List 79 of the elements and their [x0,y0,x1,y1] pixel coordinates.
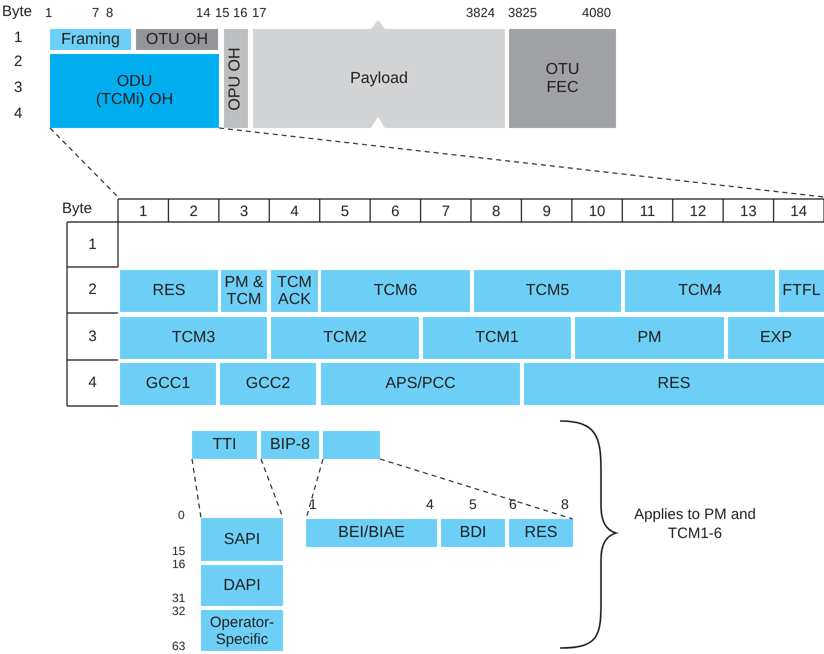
row-number: 2 [87,281,98,298]
field-block: RES [509,519,573,547]
byte-number: 8 [491,203,502,220]
row-number: 3 [87,328,98,344]
row-number: 1 [87,236,98,252]
byte-number: 9 [541,203,552,220]
field-block [323,431,380,459]
field-block: TCM2 [271,317,419,359]
bit-number: 15 [172,544,186,558]
byte-number: 8 [106,5,114,20]
byte-number: 15 [215,5,230,20]
bit-number: 8 [561,496,569,512]
field-block: RES [120,270,218,312]
byte-number: 7 [440,203,451,220]
byte-number: 5 [340,203,350,220]
field-block: BEI/BIAE [306,519,437,547]
field-block: SAPI [201,518,283,561]
field-block: APS/PCC [321,363,520,405]
byte-number: 3 [238,203,250,220]
row-number: 3 [14,79,22,96]
field-block: EXP [728,317,824,359]
field-block: TCM ACK [271,270,318,312]
field-block: TTI [192,431,257,459]
bit-number: 1 [309,496,317,512]
byte-number: 14 [196,5,210,20]
bit-number: 0 [178,508,185,522]
bit-number: 16 [172,557,186,571]
byte-number: 3824 [466,5,495,20]
byte-number: 14 [789,203,808,220]
overhead-field: OTU OH [136,29,218,50]
row-number: 4 [14,105,22,122]
row-number: 4 [87,374,98,391]
byte-number: 17 [252,5,266,20]
byte-number: 2 [188,203,199,220]
field-block: TCM4 [625,270,775,312]
byte-number: 16 [233,5,248,20]
row-number: 2 [14,53,22,70]
byte-number: 7 [92,5,100,20]
byte-number: 11 [638,203,656,220]
field-block: DAPI [201,565,283,606]
byte-number: 6 [390,203,401,220]
bit-number: 4 [426,496,434,512]
brace-note: Applies to PM and TCM1-6 [633,505,757,543]
field-block: TCM6 [321,270,470,312]
column-heading: Byte [62,200,92,217]
field-block: Operator-Specific [201,610,283,651]
field-block: PM & TCM [221,270,267,312]
field-block: GCC1 [120,363,216,405]
row-heading: Byte [2,3,32,20]
field-block: GCC2 [220,363,316,405]
byte-number: 4 [289,203,300,220]
field-block: FTFL [779,270,824,312]
zoom-line [218,127,824,198]
field-block: TCM3 [120,317,267,359]
overhead-field: OPU OH [224,29,248,128]
byte-number: 10 [588,203,606,220]
overhead-field: ODU (TCMi) OH [50,54,219,128]
field-block: RES [524,363,824,405]
field-block: TCM5 [474,270,621,312]
zoom-line [191,458,202,518]
byte-number: 13 [739,203,758,220]
framing-field: Framing [50,29,131,50]
row-number: 1 [14,29,22,46]
byte-number: 4080 [582,5,611,20]
bit-number: 5 [469,496,477,512]
byte-number: 3825 [508,5,537,20]
bit-number: 63 [172,639,186,653]
byte-number: 12 [688,203,708,220]
bit-number: 32 [172,604,186,618]
field-block: BDI [441,519,505,547]
byte-number: 1 [45,5,52,20]
fec-field: OTU FEC [509,29,616,128]
field-block: PM [575,317,724,359]
field-block: BIP-8 [261,431,319,459]
zoom-line [50,128,118,198]
zoom-line [380,458,574,520]
field-block: TCM1 [423,317,571,359]
byte-number: 1 [138,203,148,220]
bit-number: 31 [172,591,186,605]
